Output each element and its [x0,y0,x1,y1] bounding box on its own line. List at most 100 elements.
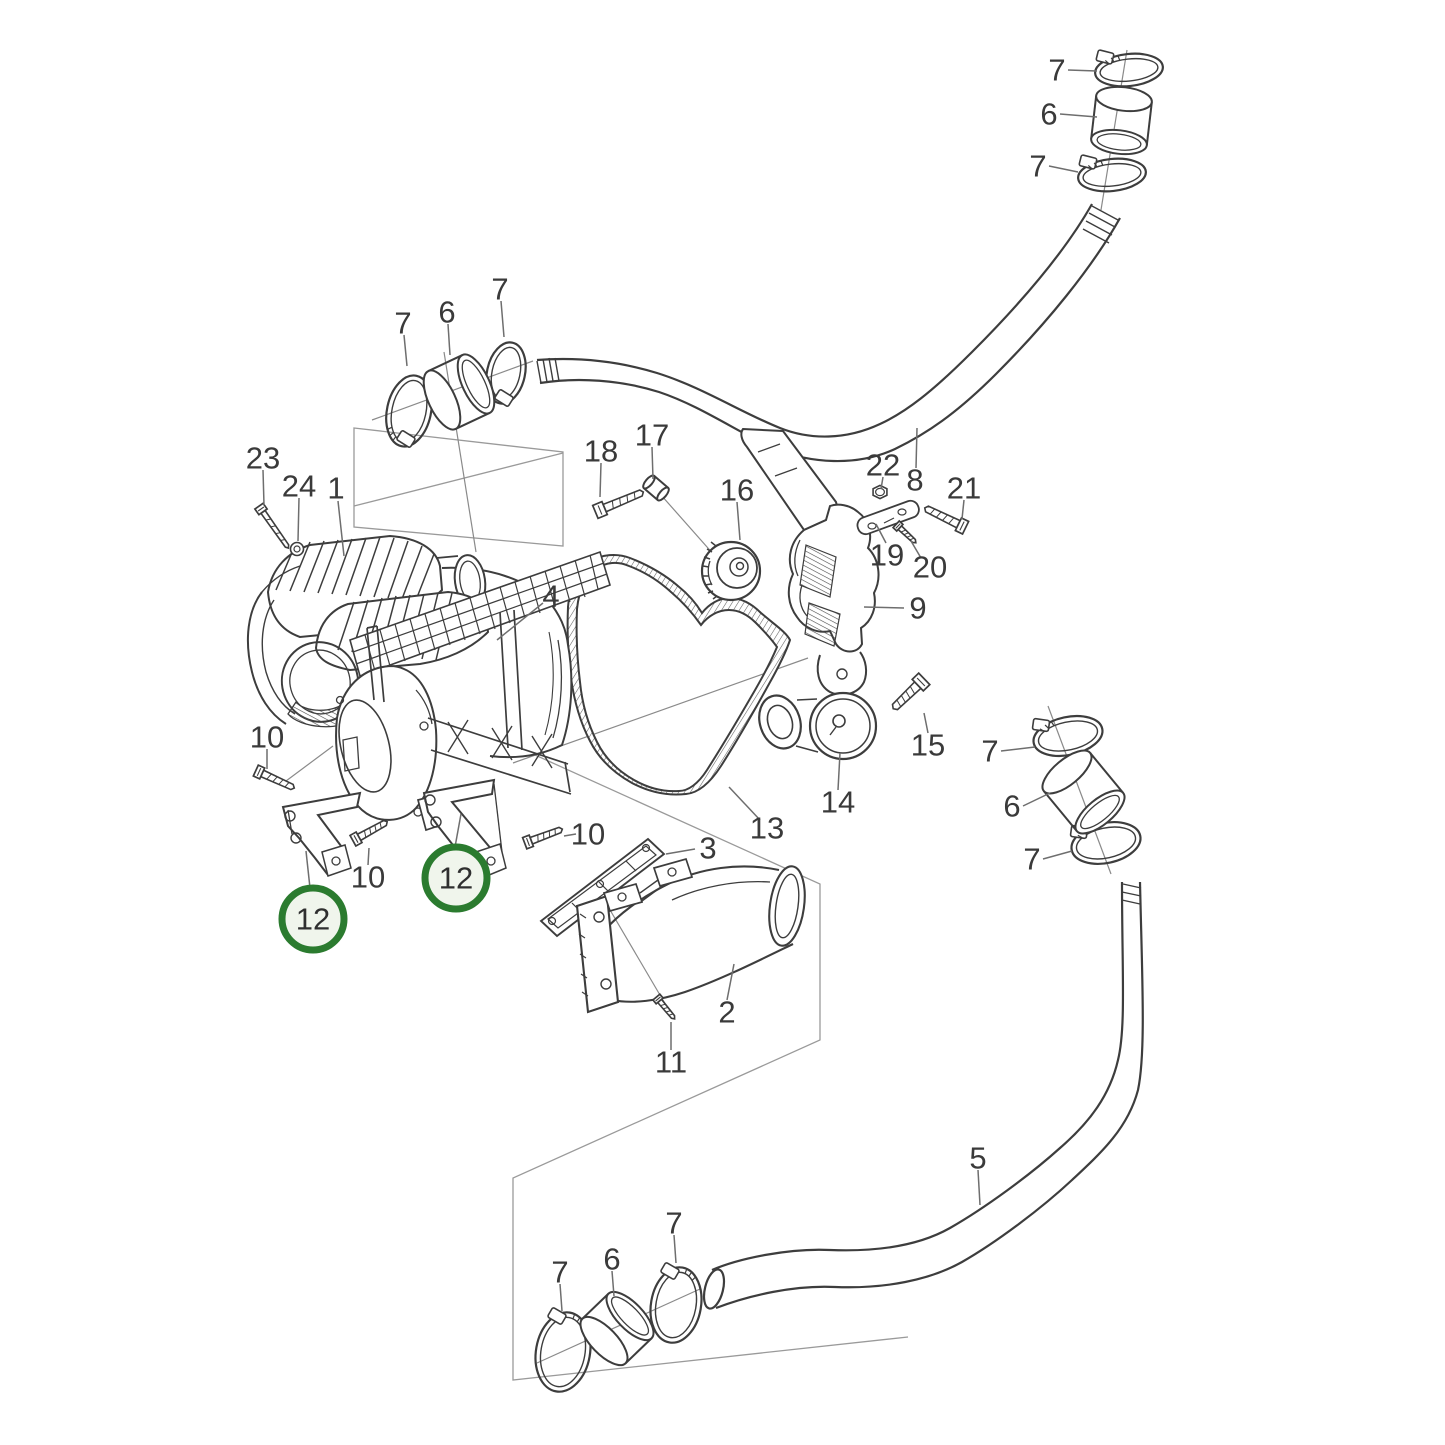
callout-leader-line [728,786,761,821]
belt-band-ribs [566,553,792,796]
nut-icon [872,484,888,500]
callout-label: 13 [750,811,784,846]
hardware-layer [252,49,1164,1393]
callout-label: 7 [665,1206,682,1241]
callout-leader-line [496,602,544,641]
pulley-teeth [702,541,718,600]
bowl-strap [261,565,301,593]
pipe-pad-bar [639,879,662,902]
bracket-foot [816,651,868,696]
pipe-open-end [768,865,806,947]
callout-label: 6 [1040,97,1057,132]
disc-window [342,736,360,772]
sleeve-icon [579,1290,655,1367]
callout-label: 16 [720,473,754,508]
callout-leader-line [1067,69,1098,72]
compressor-endcap-line2 [544,631,554,736]
callout-label: 7 [1023,842,1040,877]
upper-hose [536,203,1121,463]
pipe-pad-1 [602,882,644,913]
callout-label: 7 [1029,149,1046,184]
upper-hose-cuff-ticks [536,205,1119,384]
callout-leader-line [367,847,370,866]
filter-bowl [246,565,360,728]
callout-leader-line [837,752,841,791]
bolt-icon [253,502,290,550]
callout-leader-line [563,833,577,837]
callout-leader-line [736,501,741,541]
bracket-hatch-1 [799,544,837,598]
callout-label: 11 [655,1045,687,1080]
callout-label: 14 [821,785,855,820]
frame-air-cleaner-group [353,427,564,547]
callout-leader-line [910,540,922,559]
lower-hose-bottom-edge [715,881,1144,1310]
left-plate [366,625,385,703]
axis-bottom-clamps [536,1288,701,1364]
callout-label: 7 [981,734,998,769]
callout-label: 10 [571,817,605,852]
callout-leader-line [665,848,696,855]
lower-hose-end [702,1268,726,1310]
gasket-inner [547,845,657,929]
callout-label: 6 [1003,789,1020,824]
link-screw-to-manifold [602,897,668,1008]
upper-bracket [740,427,880,696]
callout-leader-line [1000,746,1036,752]
disc-lug-hole-1 [419,721,429,731]
callout-label: 10 [250,720,284,755]
supercharger-assembly [246,534,611,832]
bracket-strap-lines [757,443,798,477]
pipe-bottom-edge [611,943,794,1003]
bracket12-right-boss-2 [430,816,442,828]
hose-clamp-icon [534,1307,592,1393]
callout-label: 23 [246,441,280,476]
callout-leader-line [454,813,462,848]
callout-label: 15 [911,728,945,763]
link-spacer-to-pulley [660,494,716,557]
plate-hole-2 [897,508,907,516]
bracket-body-lines [794,539,808,617]
callout-leader-line [1059,113,1098,118]
hose-clamp-icon [1077,154,1147,193]
callout-leader-line [961,499,965,520]
callout-label: 20 [913,550,947,585]
highlighted-part-circle [421,843,491,913]
callout-label: 1 [327,471,344,506]
callout-label: 3 [699,831,716,866]
callout-leader-line [875,523,887,544]
sleeve-icon [642,474,670,502]
callout-label: 19 [870,538,904,573]
callout-label: 17 [635,418,669,453]
callout-leader-line [447,323,451,356]
front-cover-disc [335,664,438,821]
gasket-hole-3 [641,843,651,853]
callout-label: 24 [282,469,316,504]
callout-label: 5 [969,1141,986,1176]
lower-hose-top-edge [711,881,1125,1272]
callout-leader-line [500,300,505,338]
callout-leader-line [559,1283,563,1312]
callout-leader-line [726,963,735,1001]
callout-label: 7 [491,272,508,307]
bracket-foot-hole [836,668,848,680]
highlighted-part-circle [278,884,348,954]
callout-leader-line [611,1270,615,1297]
bolt-icon [348,819,389,848]
disc-body-joint [415,689,433,725]
bolt-icon [521,826,564,850]
frame-air-cleaner-edge [353,452,564,507]
gasket-outer [539,837,666,938]
callout-leaders [262,69,1098,1312]
pipe-inner-line [671,881,771,901]
washer-icon [289,541,305,557]
callout-leader-line [337,500,345,557]
bracket12-left-edge [287,809,293,835]
bolt-icon [923,505,970,536]
callout-leader-line [297,497,300,542]
callout-label: 4 [542,579,559,614]
flange-hole-2 [600,978,612,990]
idler-pulley [700,540,762,602]
callout-leader-line [305,850,311,889]
